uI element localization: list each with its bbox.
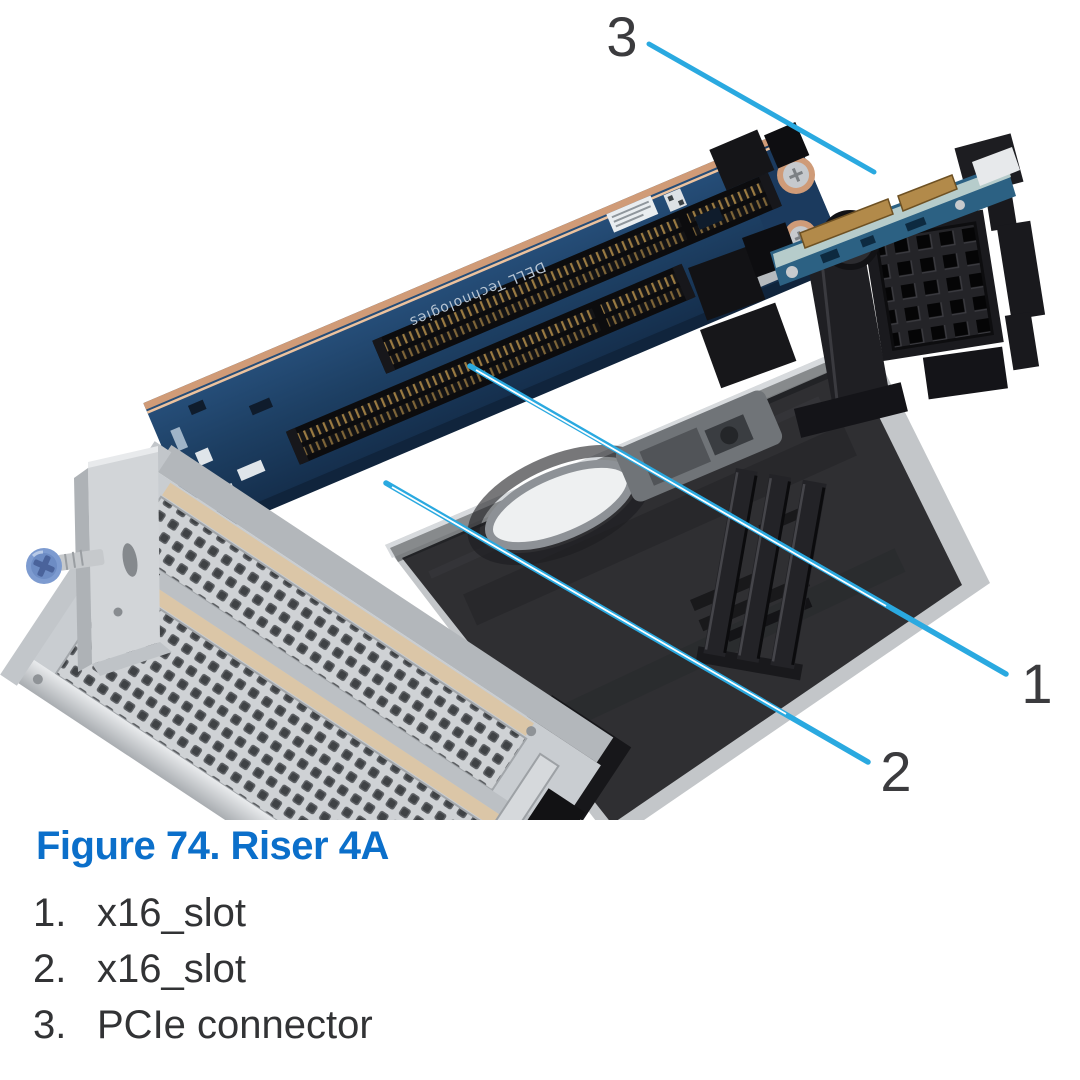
- connector-waffle-grid: [862, 209, 1004, 362]
- pcie-connector-assembly: [687, 133, 1046, 438]
- thumbscrew: [26, 548, 105, 584]
- legend-item-1: 1. x16_slot: [33, 893, 373, 933]
- legend-item-marker: 1.: [33, 891, 67, 935]
- leader-line-1-core: [475, 369, 887, 607]
- legend-item-marker: 3.: [33, 1003, 67, 1047]
- bracket-flange: [26, 446, 172, 676]
- riser-illustration: DELL Technologies: [0, 5, 1053, 820]
- leader-line-2-core: [391, 486, 787, 715]
- leader-line-3: [646, 41, 877, 175]
- callout-2: 2: [880, 740, 911, 803]
- figure-legend: 1. x16_slot 2. x16_slot 3. PCIe connecto…: [33, 893, 373, 1061]
- figure-caption: Figure 74. Riser 4A: [36, 824, 389, 868]
- board-screw-1: [777, 155, 816, 194]
- callout-1: 1: [1021, 652, 1052, 715]
- legend-item-3: 3. PCIe connector: [33, 1005, 373, 1045]
- legend-item-label: x16_slot: [97, 947, 246, 991]
- pcie-riser-board: DELL Technologies: [143, 122, 851, 540]
- pcie-connector-board: [770, 147, 1020, 286]
- legend-item-label: x16_slot: [97, 891, 246, 935]
- legend-item-label: PCIe connector: [97, 1003, 373, 1047]
- pcie-connector-gold-2: [897, 174, 958, 212]
- x16-slot-2: [285, 263, 696, 465]
- legend-item-2: 2. x16_slot: [33, 949, 373, 989]
- divider-fins: [695, 468, 827, 681]
- legend-item-marker: 2.: [33, 947, 67, 991]
- callout-3: 3: [606, 5, 637, 68]
- pcie-connector-gold: [799, 198, 894, 249]
- callout-leader-lines: [383, 41, 1009, 765]
- bracket-cage: [0, 441, 614, 820]
- x16-slot-1: [372, 172, 783, 374]
